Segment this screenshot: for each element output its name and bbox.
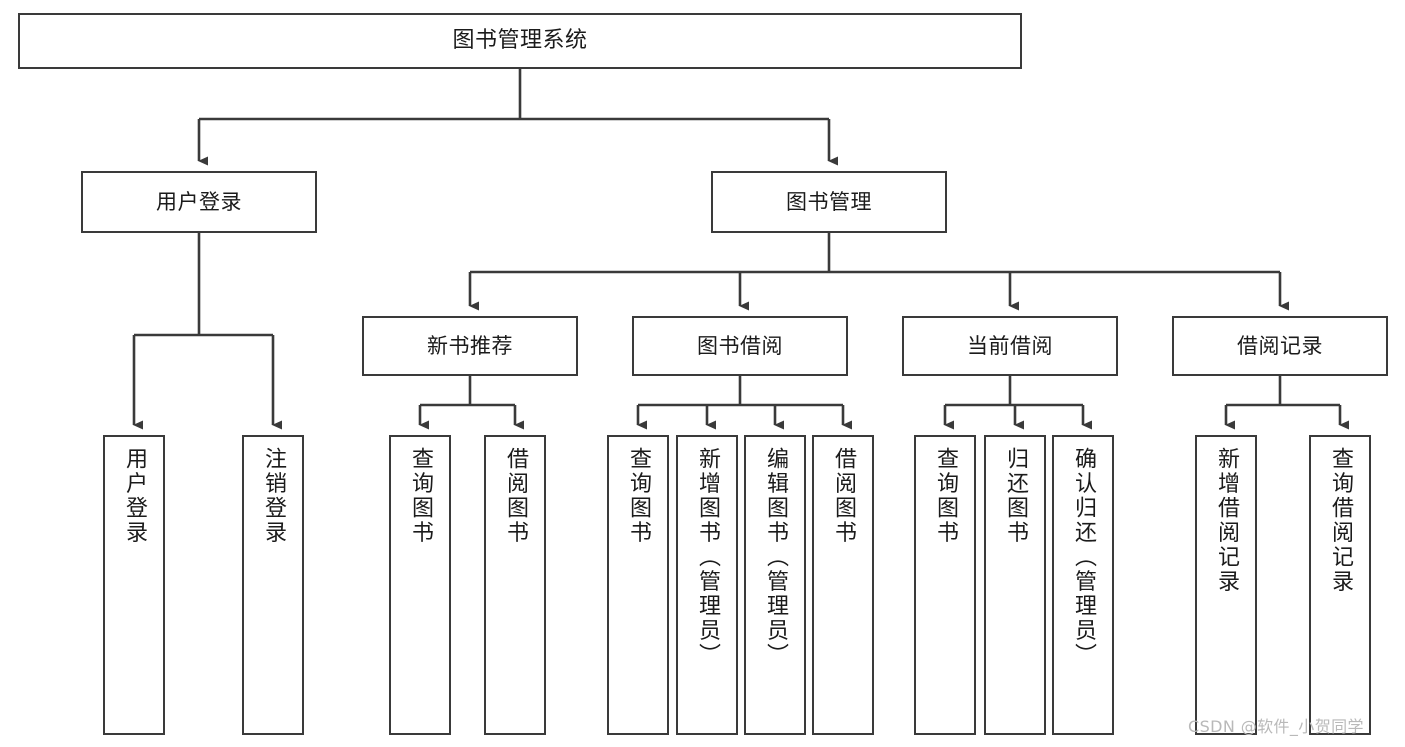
node-new-book-rec[interactable]: 新书推荐 (362, 316, 578, 376)
node-label-root: 图书管理系统 (452, 28, 588, 54)
node-leaf-edit-book[interactable]: 编辑图书（管理员） (744, 435, 806, 735)
node-label-leaf-add-book: 新增图书（管理员） (695, 447, 720, 668)
node-leaf-query-record[interactable]: 查询借阅记录 (1309, 435, 1371, 735)
node-leaf-add-record[interactable]: 新增借阅记录 (1195, 435, 1257, 735)
node-leaf-user-login[interactable]: 用户登录 (103, 435, 165, 735)
node-label-user-login: 用户登录 (156, 189, 242, 214)
node-leaf-return-book[interactable]: 归还图书 (984, 435, 1046, 735)
node-current-borrow[interactable]: 当前借阅 (902, 316, 1118, 376)
node-label-leaf-user-login: 用户登录 (122, 447, 147, 545)
node-label-book-manage: 图书管理 (786, 189, 872, 214)
node-label-leaf-logout: 注销登录 (261, 447, 286, 545)
node-root[interactable]: 图书管理系统 (18, 13, 1022, 69)
node-label-leaf-borrow-query: 查询图书 (626, 447, 651, 545)
node-leaf-borrow-query[interactable]: 查询图书 (607, 435, 669, 735)
node-label-leaf-return-book: 归还图书 (1003, 447, 1028, 545)
node-label-current-borrow: 当前借阅 (967, 333, 1053, 358)
node-label-leaf-add-record: 新增借阅记录 (1214, 447, 1239, 594)
node-label-leaf-confirm-return: 确认归还（管理员） (1071, 447, 1096, 668)
node-book-manage[interactable]: 图书管理 (711, 171, 947, 233)
node-label-borrow-record: 借阅记录 (1237, 333, 1323, 358)
node-label-leaf-query-record: 查询借阅记录 (1328, 447, 1353, 594)
node-leaf-rec-borrow[interactable]: 借阅图书 (484, 435, 546, 735)
node-borrow-record[interactable]: 借阅记录 (1172, 316, 1388, 376)
node-leaf-rec-query[interactable]: 查询图书 (389, 435, 451, 735)
node-user-login[interactable]: 用户登录 (81, 171, 317, 233)
node-leaf-borrow-book[interactable]: 借阅图书 (812, 435, 874, 735)
node-label-leaf-rec-query: 查询图书 (408, 447, 433, 545)
csdn-watermark: CSDN @软件_小贺同学 (1188, 717, 1364, 736)
node-leaf-logout[interactable]: 注销登录 (242, 435, 304, 735)
node-book-borrow[interactable]: 图书借阅 (632, 316, 848, 376)
node-label-leaf-cur-query: 查询图书 (933, 447, 958, 545)
node-label-new-book-rec: 新书推荐 (427, 333, 513, 358)
node-label-leaf-edit-book: 编辑图书（管理员） (763, 447, 788, 668)
node-label-leaf-borrow-book: 借阅图书 (831, 447, 856, 545)
node-leaf-confirm-return[interactable]: 确认归还（管理员） (1052, 435, 1114, 735)
node-leaf-add-book[interactable]: 新增图书（管理员） (676, 435, 738, 735)
node-leaf-cur-query[interactable]: 查询图书 (914, 435, 976, 735)
node-label-leaf-rec-borrow: 借阅图书 (503, 447, 528, 545)
node-label-book-borrow: 图书借阅 (697, 333, 783, 358)
